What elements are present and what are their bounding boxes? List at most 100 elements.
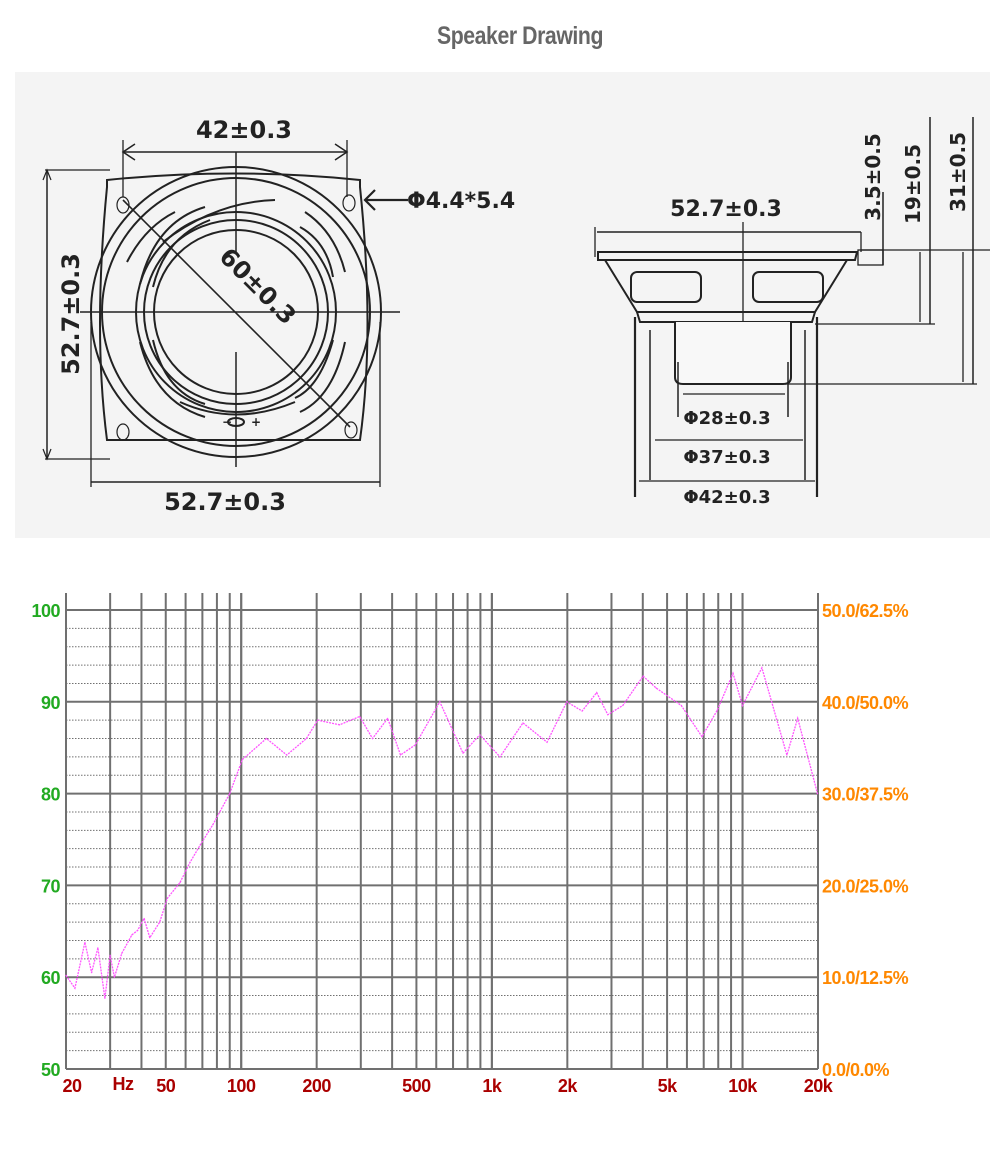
data-point (317, 719, 319, 721)
data-point (149, 937, 151, 939)
data-point (479, 734, 481, 736)
data-point (339, 724, 341, 726)
x-tick-label: 500 (402, 1076, 431, 1096)
y-tick-label: 80 (41, 785, 61, 805)
y2-tick-label: 0.0/0.0% (822, 1060, 890, 1080)
x-tick-label: 20k (804, 1076, 834, 1096)
slot-bottom-left (139, 339, 206, 418)
slot-top-right (299, 211, 346, 278)
frame-width-dim: 52.7±0.3 (670, 197, 782, 222)
data-point (265, 737, 267, 740)
x-tick-label: 50 (156, 1076, 176, 1096)
data-point (414, 744, 416, 746)
data-point (499, 756, 501, 758)
data-point (166, 897, 168, 899)
data-point (212, 824, 214, 826)
data-point (229, 793, 231, 795)
data-point (655, 687, 657, 689)
frequency-response-chart: 100 90 80 70 60 50 50.0/62.5% 40.0/50.0% 30.0/37… (31, 593, 909, 1096)
data-point (359, 715, 361, 718)
y-tick-label: 50 (41, 1060, 61, 1080)
y-tick-label: 70 (41, 876, 61, 896)
basket-window (630, 271, 702, 303)
y2-tick-label: 30.0/37.5% (822, 785, 909, 805)
data-point (439, 701, 441, 703)
basket-base (636, 311, 816, 323)
slot-top-left (139, 206, 211, 288)
basket (604, 259, 848, 313)
frame-outline (99, 172, 369, 441)
data-point (90, 972, 93, 974)
y2-tick-label: 20.0/25.0% (822, 876, 909, 896)
data-point (84, 941, 86, 943)
data-point (546, 741, 548, 743)
width-dim: 52.7±0.3 (164, 488, 286, 516)
data-point (305, 737, 307, 740)
x-tick-label: 200 (302, 1076, 331, 1096)
data-point (136, 929, 139, 931)
x-tick-label: 1k (482, 1076, 503, 1096)
data-point (65, 974, 67, 976)
mounting-hole-dim: Φ4.4*5.4 (407, 189, 515, 214)
frame-depth-dim: 19±0.5 (901, 144, 925, 224)
y-tick-label: 60 (41, 968, 61, 988)
terminal-plus: + (251, 415, 261, 429)
data-point (701, 736, 703, 738)
data-point (113, 976, 116, 978)
magnet (674, 322, 792, 385)
x-tick-label: 2k (558, 1076, 579, 1096)
basket-inner-dia-dim: Φ37±0.3 (683, 447, 770, 468)
data-point (109, 954, 111, 956)
data-point (761, 667, 763, 669)
data-point (622, 704, 624, 707)
data-point (143, 917, 145, 920)
data-point (97, 947, 99, 949)
mount-hole (342, 194, 356, 212)
slot-bottom-right (294, 339, 346, 413)
data-point (199, 844, 201, 846)
y2-tick-label: 40.0/50.0% (822, 693, 909, 713)
data-point (131, 934, 133, 936)
slot (126, 199, 276, 263)
x-tick-label: 20 (62, 1076, 82, 1096)
y2-tick-label: 50.0/62.5% (822, 601, 909, 621)
data-point (121, 952, 123, 954)
chart-grid (65, 593, 819, 1070)
data-point (522, 722, 524, 724)
data-point (179, 882, 181, 884)
speaker-drawing: 42±0.3 Φ4.4*5.4 52.7±0.3 52.7±0.3 60±0.3… (15, 72, 990, 538)
data-point (816, 793, 819, 795)
hole-spacing-dim: 42±0.3 (196, 116, 292, 144)
x-tick-label: 100 (227, 1076, 256, 1096)
data-point (189, 861, 191, 864)
magnet-dia-dim: Φ28±0.3 (683, 408, 770, 429)
diagonal-dim: 60±0.3 (214, 242, 302, 330)
data-point (786, 754, 788, 756)
chart-curve (65, 666, 819, 999)
data-point (642, 675, 644, 677)
data-point (104, 997, 106, 999)
x-tick-label: 5k (658, 1076, 679, 1096)
data-point (159, 921, 161, 923)
basket-outer-dia-dim: Φ42±0.3 (683, 487, 770, 508)
data-point (680, 704, 682, 707)
data-point (716, 709, 718, 711)
data-point (566, 701, 568, 703)
data-point (462, 752, 464, 754)
side-view (594, 117, 990, 497)
chart-labels: 100 90 80 70 60 50 50.0/62.5% 40.0/50.0% 30.0/37… (31, 601, 909, 1096)
data-point (797, 717, 799, 719)
y-tick-label: 100 (31, 601, 60, 621)
mount-hole (344, 421, 358, 439)
data-point (596, 692, 598, 694)
mount-hole (116, 423, 130, 441)
terminal-minus: − (222, 415, 232, 429)
y-tick-label: 90 (41, 693, 61, 713)
data-point (286, 754, 288, 756)
data-point (399, 754, 402, 756)
data-point (607, 714, 609, 716)
total-depth-dim: 31±0.5 (946, 132, 970, 212)
front-view (42, 140, 408, 487)
data-point (74, 987, 76, 989)
data-point (732, 672, 734, 674)
